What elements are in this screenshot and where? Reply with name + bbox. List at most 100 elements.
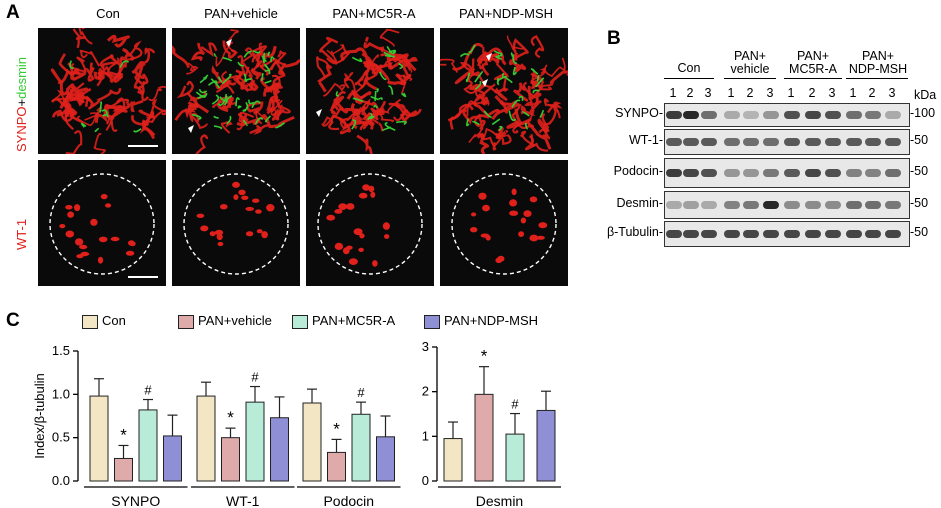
wt1-nucleus [65,205,73,210]
desmin-stain [534,77,545,88]
desmin-stain [472,120,480,126]
desmin-stain [94,127,100,132]
wb-band [743,138,759,146]
wb-group-pan-vehicle: PAN+ vehicle [730,49,770,76]
desmin-stain [219,96,228,102]
bar [114,457,133,482]
wb-band [763,201,779,209]
wb-band [885,230,901,238]
wb-band [724,138,740,146]
wb-row-label: SYNPO- [615,106,663,120]
wb-band [865,111,881,119]
synpo-stain [258,42,277,58]
wt1-nucleus [216,233,223,241]
micrograph-synpo-pan-ndp-msh [440,28,568,154]
desmin-stain [265,115,272,123]
wt1-nucleus [76,254,84,259]
synpo-stain [215,41,233,67]
wt1-nucleus [536,235,545,240]
y-axis-label: Index/β-tubulin [32,373,47,459]
glomerulus-outline [183,173,289,275]
synpo-stain [84,62,95,82]
wb-band [743,169,759,177]
desmin-stain [483,110,492,118]
desmin-stain [401,92,407,98]
bar [443,438,463,482]
desmin-stain [119,60,130,68]
bar [376,436,395,482]
wt1-nucleus [74,204,81,212]
wt1-nucleus [359,233,365,239]
y-tick-label: 1.0 [52,386,70,401]
significance-mark: * [481,347,488,366]
wt1-nucleus [478,192,487,200]
synpo-stain [340,47,373,65]
synpo-stain [134,73,149,85]
desmin-stain [199,74,209,84]
glomerulus-outline [317,173,423,275]
desmin-stain [252,49,261,54]
wt1-nucleus [245,231,254,237]
wb-lane-number: 2 [868,86,876,100]
desmin-stain [213,53,217,57]
desmin-stain [270,56,275,62]
desmin-stain [198,88,208,94]
desmin-stain [508,110,517,122]
wb-band [763,169,779,177]
synpo-stain [530,34,545,59]
synpo-stain [136,82,146,95]
synpo-stain [356,134,373,154]
desmin-stain [222,56,233,62]
arrowhead-icon [486,53,492,61]
wt1-nucleus [470,227,478,233]
synpo-stain [220,121,233,134]
wb-lane-number: 1 [669,86,677,100]
wb-band [763,230,779,238]
synpo-stain [70,56,87,73]
micrograph-wt1-pan-mc5r-a [306,160,434,286]
wb-band [846,169,862,177]
desmin-stain [524,122,529,130]
synpo-stain [93,132,106,154]
synpo-stain [495,132,512,145]
wb-band [825,138,841,146]
desmin-stain [251,100,261,109]
legend-label: Con [102,313,126,328]
synpo-stain [133,76,150,102]
wt1-nucleus [59,224,66,229]
wb-group-con: Con [677,61,701,75]
wb-group-pan-mc5r-a: PAN+ MC5R-A [789,49,837,76]
wt1-nucleus [238,189,246,196]
wt1-nucleus [233,194,239,200]
wt1-nucleus [79,244,88,250]
synpo-stain [255,109,267,125]
wb-kda-header: kDa [914,88,937,102]
synpo-stain [65,130,83,154]
synpo-stain [247,79,259,91]
synpo-stain [78,28,93,45]
wt1-nucleus [100,193,108,200]
y-tick-label: 2 [422,384,429,399]
wb-row-label: WT-1- [628,133,663,147]
legend-swatch [424,315,440,329]
wb-band [846,201,862,209]
wb-band [885,111,901,119]
desmin-stain [386,46,395,55]
wb-band [825,201,841,209]
desmin-stain [133,128,142,133]
wb-band [885,169,901,177]
desmin-stain [235,97,241,107]
desmin-stain [396,120,407,126]
synpo-stain [195,134,209,154]
synpo-stain [72,28,87,49]
desmin-stain [260,73,264,82]
synpo-stain [512,118,532,134]
synpo-stain [109,54,125,83]
wb-row-label: β-Tubulin- [606,225,663,239]
synpo-stain [260,55,287,68]
synpo-stain [506,35,524,51]
synpo-stain [94,103,126,123]
wb-band [865,230,881,238]
wb-group-underline [664,78,714,79]
synpo-stain [481,53,501,76]
